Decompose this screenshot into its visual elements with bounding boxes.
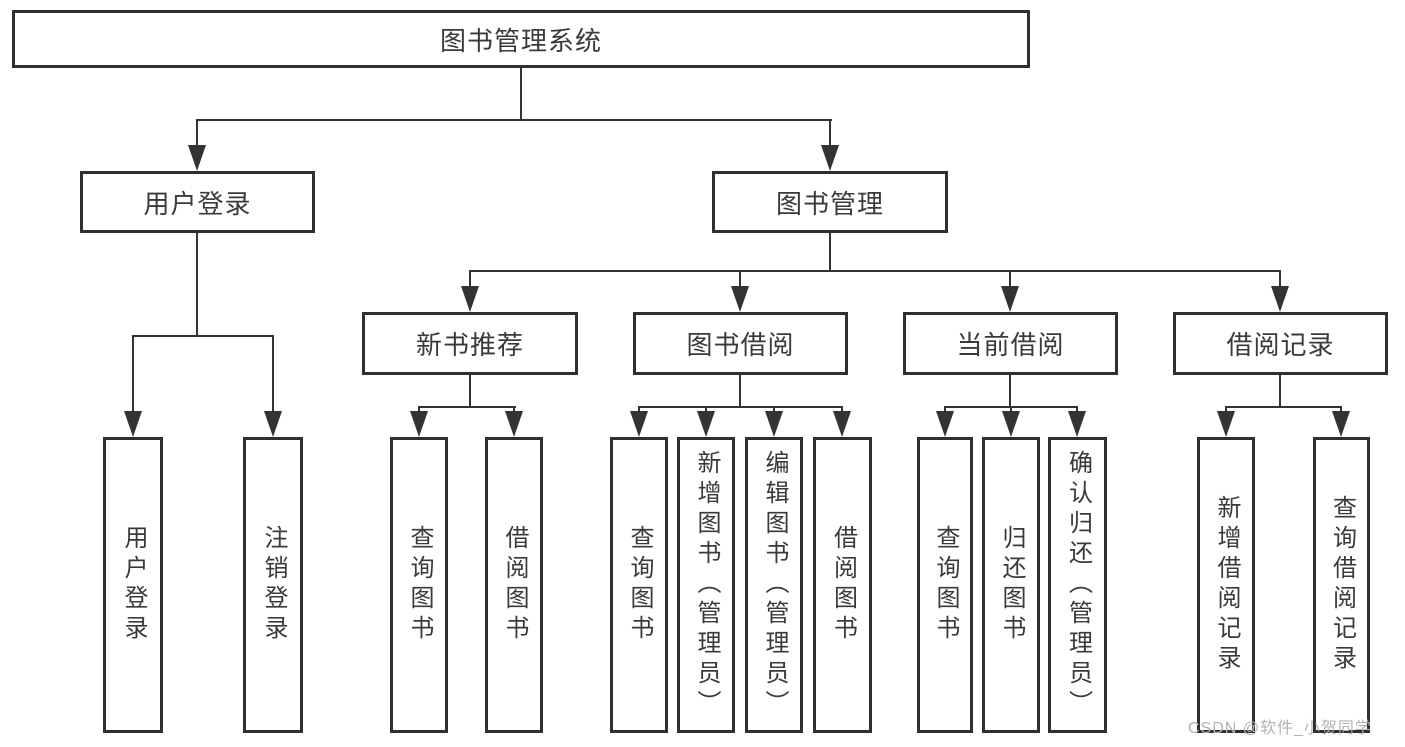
node-new-book-recommend: 新书推荐 <box>362 312 578 375</box>
arrow-down-icon <box>124 411 142 437</box>
csdn-watermark: CSDN @软件_小贺同学 <box>1188 720 1372 737</box>
arrow-down-icon <box>410 411 428 437</box>
leaf-query-borrow-record: 查询借阅记录 <box>1313 437 1370 733</box>
arrow-down-icon <box>936 411 954 437</box>
leaf-newbook-borrow-books: 借阅图书 <box>485 437 543 733</box>
leaf-user-login: 用户登录 <box>103 437 163 733</box>
leaf-current-query-books: 查询图书 <box>917 437 973 733</box>
connector-line <box>272 335 274 413</box>
connector-line <box>1225 406 1227 414</box>
connector-line <box>418 406 516 408</box>
connector-line <box>829 119 831 149</box>
arrow-down-icon <box>821 145 839 171</box>
node-book-management: 图书管理 <box>712 171 948 233</box>
arrow-down-icon <box>630 411 648 437</box>
connector-line <box>418 406 420 414</box>
connector-line <box>513 406 515 414</box>
arrow-down-icon <box>188 145 206 171</box>
arrow-down-icon <box>461 286 479 312</box>
connector-line <box>739 375 741 408</box>
connector-line <box>1225 406 1342 408</box>
connector-line <box>1340 406 1342 414</box>
connector-line <box>132 335 134 413</box>
arrow-down-icon <box>264 411 282 437</box>
leaf-add-book-admin: 新增图书（管理员） <box>677 437 735 733</box>
connector-line <box>469 270 1281 272</box>
connector-line <box>829 233 831 272</box>
connector-line <box>1279 270 1281 288</box>
node-borrow-records: 借阅记录 <box>1173 312 1388 375</box>
node-current-borrow: 当前借阅 <box>903 312 1118 375</box>
connector-line <box>773 406 775 414</box>
arrow-down-icon <box>765 411 783 437</box>
arrow-down-icon <box>1002 411 1020 437</box>
arrow-down-icon <box>833 411 851 437</box>
connector-line <box>196 119 832 121</box>
node-user-login: 用户登录 <box>80 171 315 233</box>
arrow-down-icon <box>731 286 749 312</box>
connector-line <box>1009 270 1011 288</box>
connector-line <box>196 233 198 337</box>
node-book-borrow: 图书借阅 <box>633 312 848 375</box>
connector-line <box>1279 375 1281 408</box>
connector-line <box>739 270 741 288</box>
arrow-down-icon <box>1332 411 1350 437</box>
node-library-system: 图书管理系统 <box>12 10 1030 68</box>
connector-line <box>1009 375 1011 408</box>
connector-line <box>944 406 946 414</box>
leaf-add-borrow-record: 新增借阅记录 <box>1197 437 1255 733</box>
connector-line <box>1076 406 1078 414</box>
connector-line <box>520 68 522 121</box>
connector-line <box>196 119 198 149</box>
leaf-edit-book-admin: 编辑图书（管理员） <box>745 437 803 733</box>
leaf-return-book: 归还图书 <box>982 437 1040 733</box>
connector-line <box>1010 406 1012 414</box>
connector-line <box>638 406 843 408</box>
connector-line <box>132 335 274 337</box>
arrow-down-icon <box>1001 286 1019 312</box>
arrow-down-icon <box>697 411 715 437</box>
leaf-logout: 注销登录 <box>243 437 303 733</box>
arrow-down-icon <box>1217 411 1235 437</box>
connector-line <box>469 375 471 408</box>
arrow-down-icon <box>1068 411 1086 437</box>
arrow-down-icon <box>1271 286 1289 312</box>
connector-line <box>469 270 471 288</box>
connector-line <box>841 406 843 414</box>
leaf-borrow-query-books: 查询图书 <box>610 437 668 733</box>
arrow-down-icon <box>505 411 523 437</box>
leaf-confirm-return-admin: 确认归还（管理员） <box>1048 437 1107 733</box>
connector-line <box>705 406 707 414</box>
leaf-newbook-query-books: 查询图书 <box>390 437 448 733</box>
leaf-borrow-borrow-books: 借阅图书 <box>813 437 872 733</box>
connector-line <box>638 406 640 414</box>
